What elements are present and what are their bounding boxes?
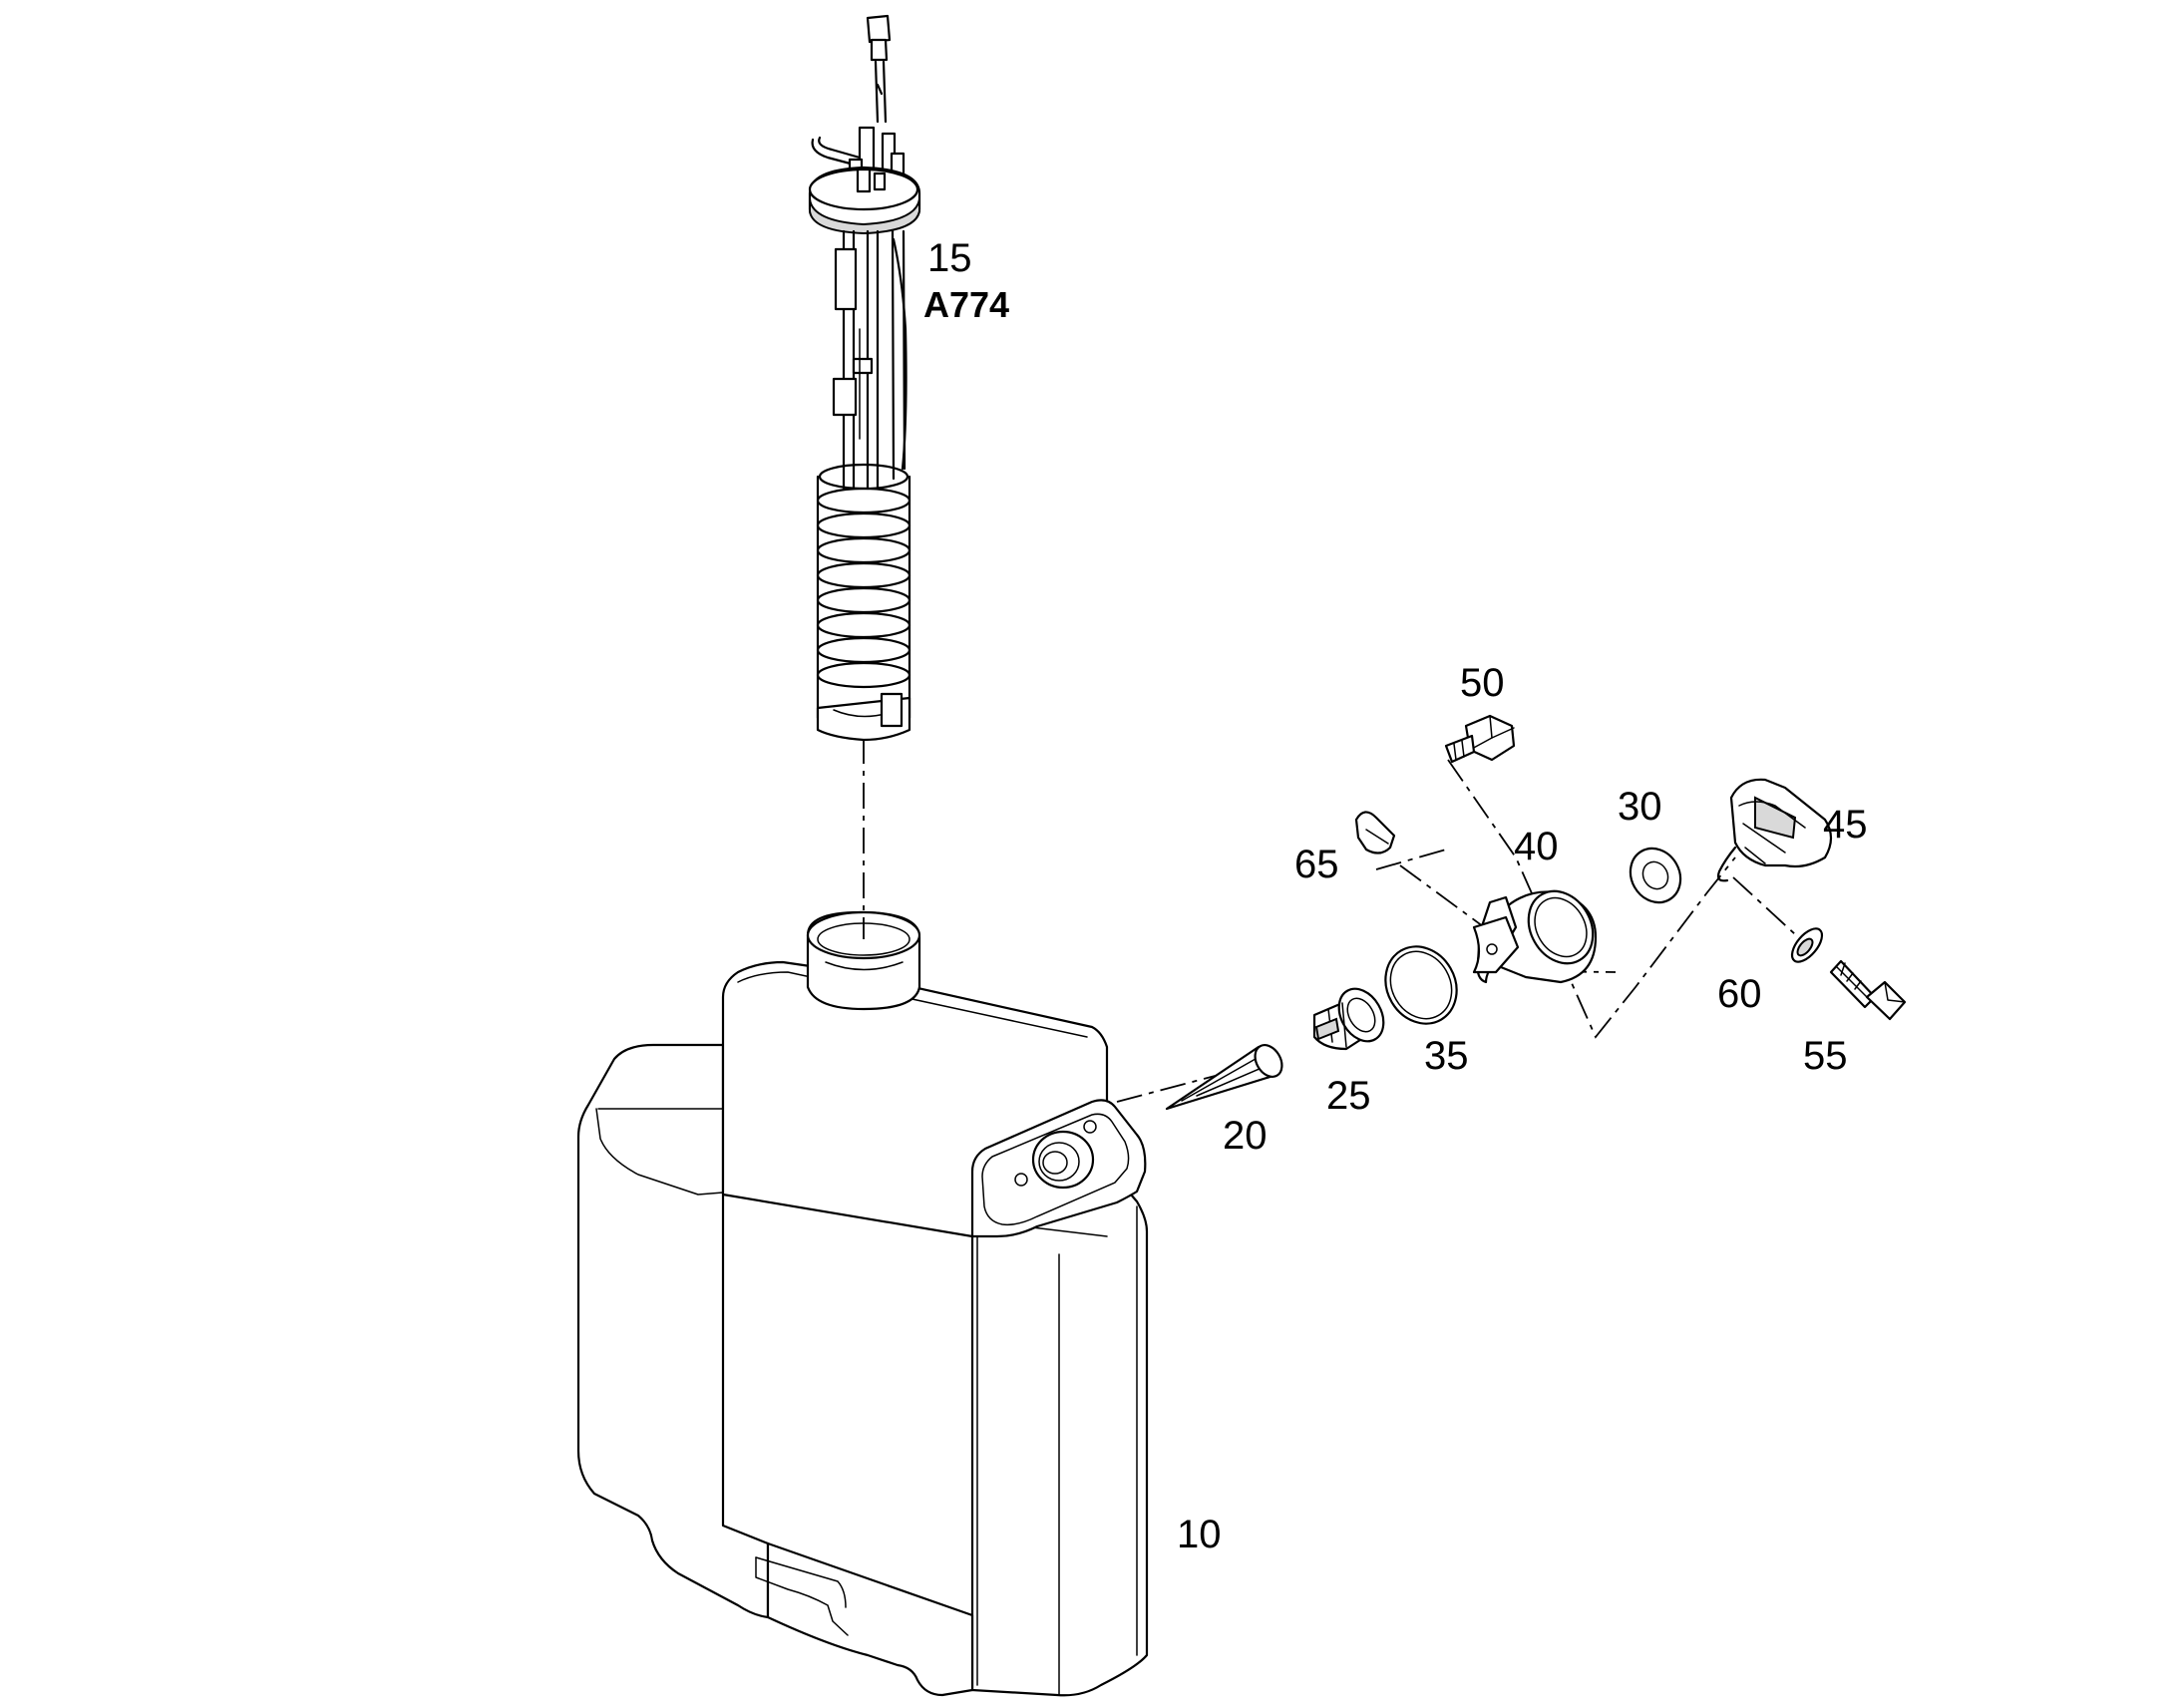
callout-10: 10 [1177, 1513, 1222, 1556]
part-20-strainer [1165, 1044, 1283, 1111]
callout-15-ref: A774 [923, 284, 1009, 325]
callout-55: 55 [1803, 1034, 1848, 1078]
part-60-washer [1790, 927, 1824, 963]
part-50-bolt [1444, 714, 1516, 764]
callout-30: 30 [1618, 785, 1662, 829]
callout-25: 25 [1326, 1074, 1371, 1118]
callout-50: 50 [1460, 661, 1505, 705]
callout-15: 15 [927, 236, 972, 280]
callout-45: 45 [1823, 803, 1868, 847]
part-10-tank [576, 910, 1149, 1697]
part-35-o-ring [1384, 945, 1458, 1025]
callout-labels: 10 15 A774 20 25 30 35 40 45 50 55 60 65 [923, 236, 1868, 1556]
part-65-nut [1354, 811, 1396, 854]
part-55-screw [1829, 959, 1907, 1021]
callout-20: 20 [1223, 1114, 1268, 1158]
callout-60: 60 [1717, 972, 1762, 1016]
part-25-adapter [1312, 987, 1385, 1051]
callout-65: 65 [1294, 843, 1339, 886]
part-15-sensor-assembly [808, 14, 921, 742]
part-45-cap [1716, 778, 1833, 882]
callout-40: 40 [1514, 825, 1559, 868]
callout-35: 35 [1424, 1034, 1469, 1078]
part-40-filler-neck [1472, 889, 1598, 984]
part-30-washer [1629, 847, 1682, 904]
